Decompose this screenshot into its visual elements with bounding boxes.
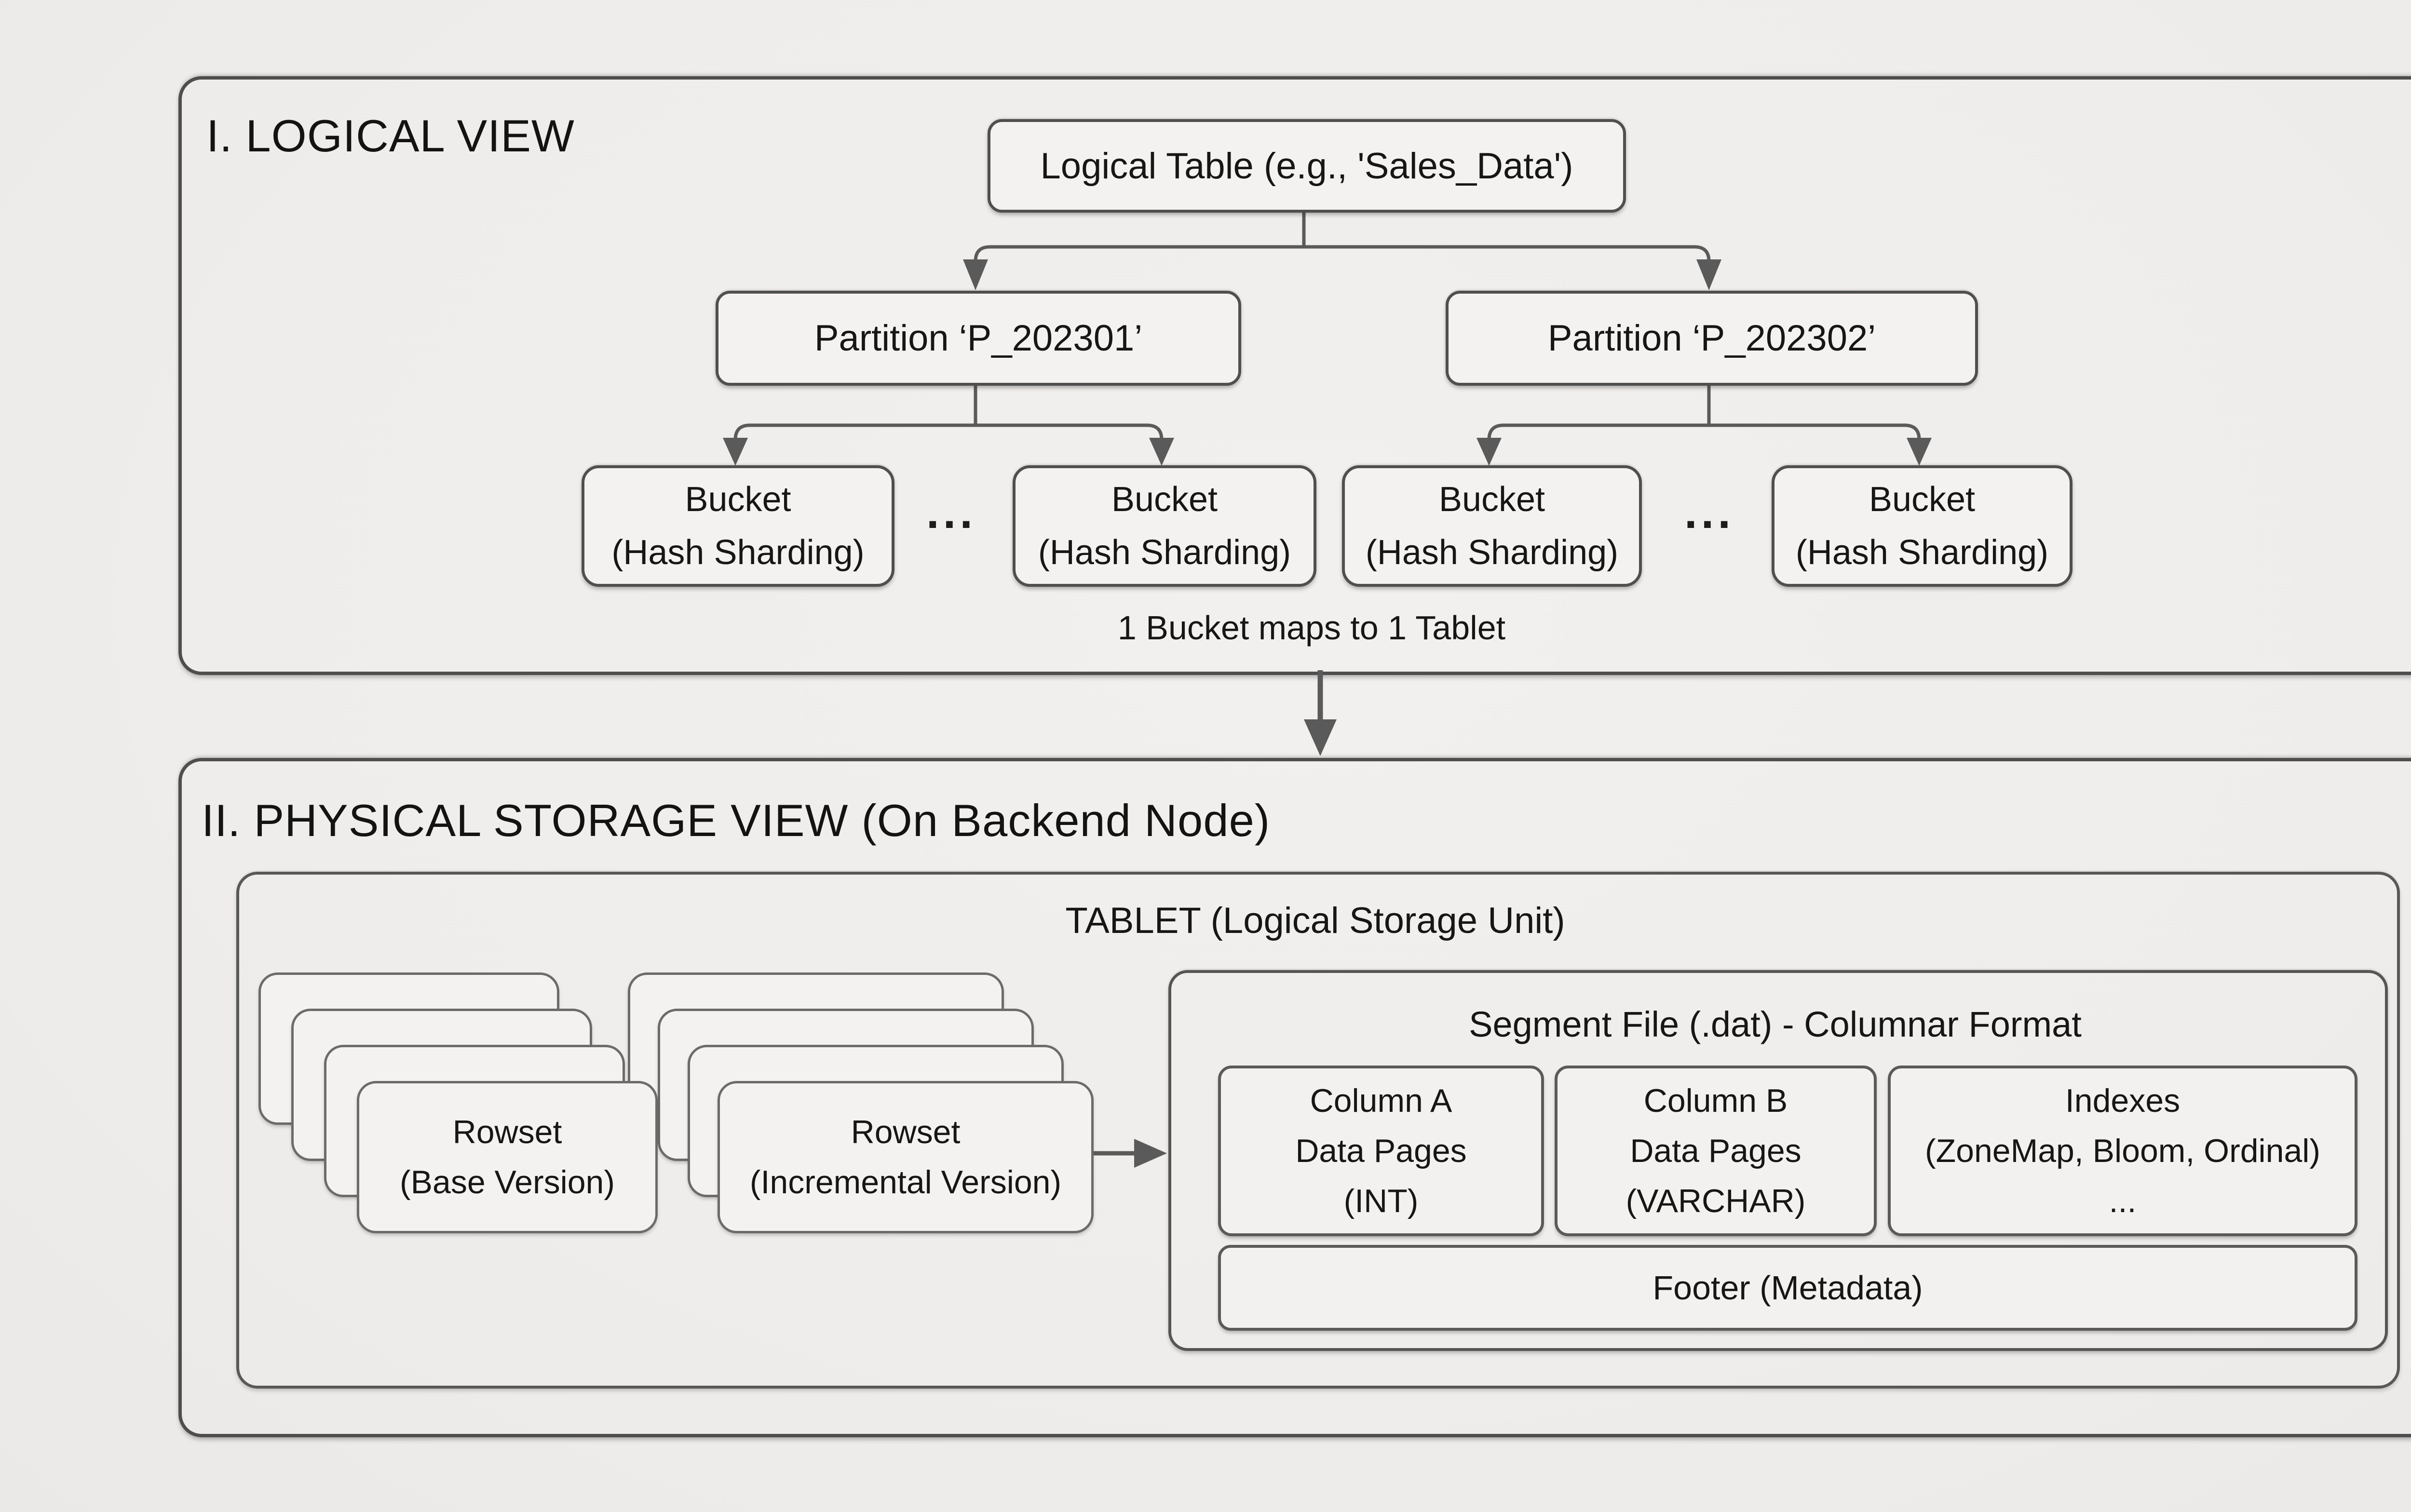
bucket-2-line2: (Hash Sharding) — [1038, 533, 1291, 572]
tablet-title: TABLET (Logical Storage Unit) — [1065, 900, 1565, 941]
logical-table-label: Logical Table (e.g., 'Sales_Data') — [1040, 145, 1573, 187]
logical-table-node: Logical Table (e.g., 'Sales_Data') — [988, 119, 1626, 213]
column-b-line1: Column B — [1643, 1082, 1788, 1119]
rowset-incr-node: Rowset (Incremental Version) — [718, 1081, 1094, 1233]
column-a-line3: (INT) — [1343, 1183, 1419, 1219]
partition-node-1: Partition ‘P_202301’ — [716, 291, 1241, 386]
bucket-3-line1: Bucket — [1438, 480, 1545, 519]
tablet-box — [236, 872, 2400, 1389]
bucket-4-line1: Bucket — [1869, 480, 1976, 519]
segment-file-title: Segment File (.dat) - Columnar Format — [1469, 1004, 2082, 1044]
logical-view-section — [178, 76, 2411, 675]
section-link-arrowhead — [1304, 719, 1337, 756]
bucket-node-4: Bucket (Hash Sharding) — [1772, 465, 2072, 587]
indexes-line2: (ZoneMap, Bloom, Ordinal) — [1924, 1133, 2321, 1169]
footer-metadata-label: Footer (Metadata) — [1652, 1269, 1923, 1307]
logical-view-title: I. LOGICAL VIEW — [206, 110, 575, 161]
bucket-ellipsis-2: ... — [1684, 486, 1734, 538]
rowset-incr-line2: (Incremental Version) — [749, 1164, 1062, 1201]
partition-1-label: Partition ‘P_202301’ — [814, 318, 1143, 359]
column-b-line3: (VARCHAR) — [1625, 1183, 1806, 1219]
rowset-base-line1: Rowset — [452, 1114, 562, 1150]
bucket-ellipsis-1: ... — [926, 486, 976, 538]
column-a-line1: Column A — [1310, 1082, 1452, 1119]
bucket-2-line1: Bucket — [1111, 480, 1218, 519]
partition-node-2: Partition ‘P_202302’ — [1446, 291, 1978, 386]
rowset-incr-line1: Rowset — [851, 1114, 961, 1150]
footer-metadata-box: Footer (Metadata) — [1218, 1245, 2357, 1331]
segment-file-box — [1168, 970, 2388, 1351]
bucket-node-2: Bucket (Hash Sharding) — [1013, 465, 1316, 587]
physical-view-title: II. PHYSICAL STORAGE VIEW (On Backend No… — [202, 795, 1271, 846]
column-b-line2: Data Pages — [1630, 1133, 1801, 1169]
partition-2-label: Partition ‘P_202302’ — [1547, 318, 1876, 359]
indexes-box: Indexes (ZoneMap, Bloom, Ordinal) ... — [1888, 1066, 2357, 1236]
bucket-3-line2: (Hash Sharding) — [1365, 533, 1619, 572]
column-a-line2: Data Pages — [1295, 1133, 1467, 1169]
bucket-node-1: Bucket (Hash Sharding) — [582, 465, 894, 587]
bucket-1-line2: (Hash Sharding) — [611, 533, 865, 572]
rowset-base-line2: (Base Version) — [400, 1164, 615, 1201]
bucket-node-3: Bucket (Hash Sharding) — [1342, 465, 1642, 587]
column-a-box: Column A Data Pages (INT) — [1218, 1066, 1544, 1236]
rowset-base-node: Rowset (Base Version) — [357, 1081, 658, 1233]
physical-view-section — [178, 758, 2411, 1437]
indexes-line1: Indexes — [2065, 1082, 2181, 1119]
bucket-tablet-caption: 1 Bucket maps to 1 Tablet — [1117, 609, 1506, 647]
indexes-line3: ... — [2109, 1183, 2137, 1219]
bucket-4-line2: (Hash Sharding) — [1795, 533, 2049, 572]
column-b-box: Column B Data Pages (VARCHAR) — [1555, 1066, 1877, 1236]
bucket-1-line1: Bucket — [685, 480, 791, 519]
